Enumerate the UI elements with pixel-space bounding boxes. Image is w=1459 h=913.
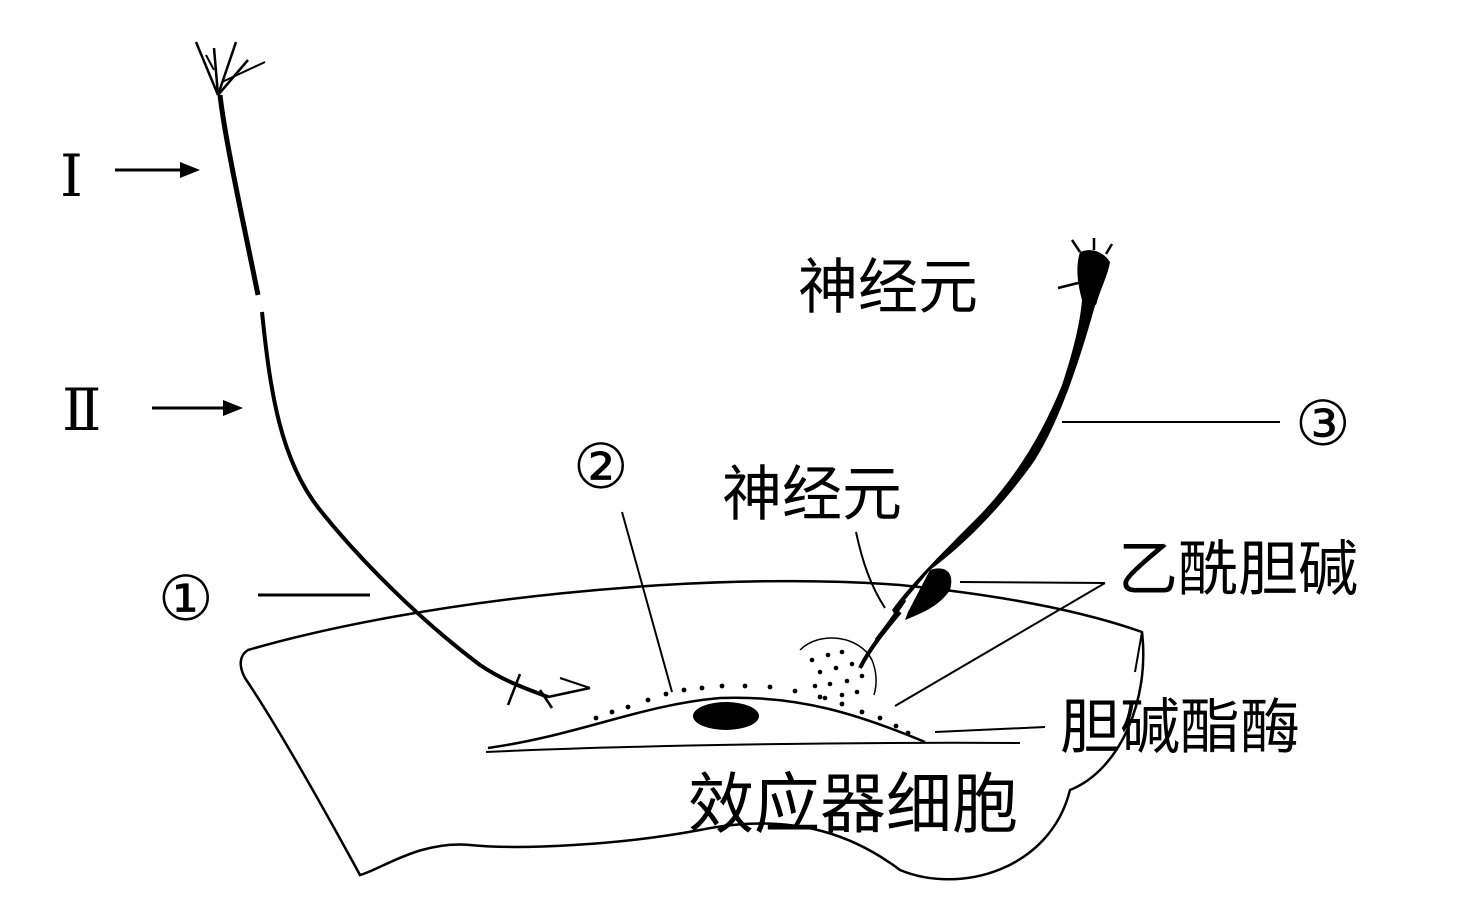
label-roman-1: Ⅰ [60,142,83,210]
label-neuron-lower: 神经元 [722,460,902,530]
label-circled-1: ① [158,562,214,635]
label-neuron-upper: 神经元 [798,253,978,323]
label-circled-3: ③ [1295,387,1351,460]
label-circled-2: ② [573,430,629,503]
label-cholinesterase: 胆碱酯酶 [1060,693,1300,763]
postsynaptic-membrane [487,696,926,750]
neuron-left [194,41,591,709]
pointer-lines [115,162,1280,733]
terminal-bulb-outline [799,637,877,696]
effector-cell-outline [239,579,1145,881]
label-effector-cell: 效应器细胞 [688,766,1018,843]
effector-nucleus [693,702,759,730]
postsynaptic-base-line [485,741,1021,753]
vesicle-dots-left [593,683,911,736]
label-acetylcholine: 乙酰胆碱 [1118,535,1358,605]
label-roman-2: Ⅱ [62,376,101,444]
vesicle-dots-cluster [809,649,865,701]
neuron-right [858,238,1114,669]
